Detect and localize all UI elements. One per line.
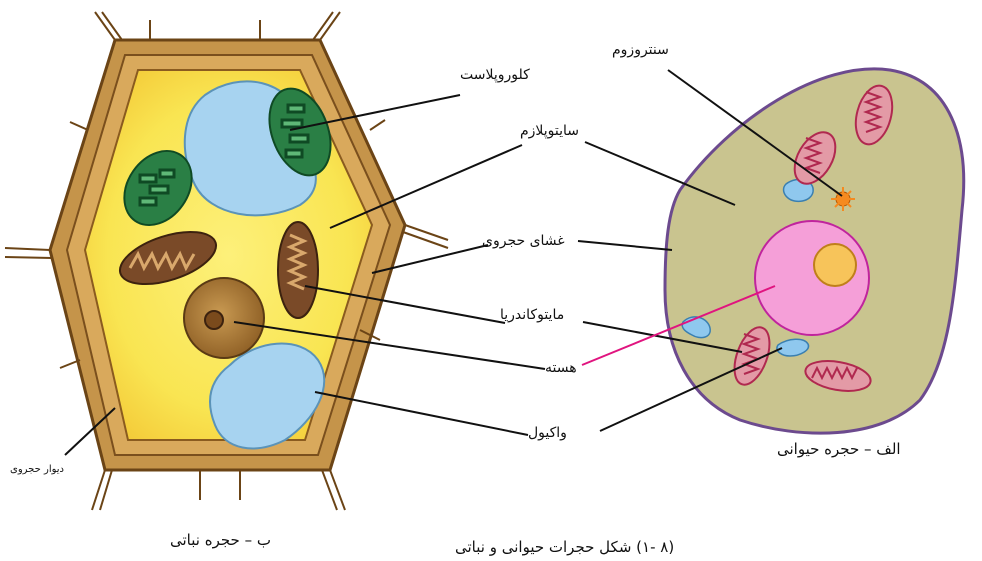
plant-nucleus bbox=[184, 278, 264, 358]
label-chloroplast: کلوروپلاست bbox=[460, 67, 530, 83]
animal-cell bbox=[665, 69, 964, 433]
label-cell-wall: دیوار حجروی bbox=[10, 462, 64, 478]
label-mitochondria: مایتوکاندریا bbox=[500, 307, 564, 323]
nucleolus bbox=[814, 244, 856, 286]
label-cell-membrane: غشای حجروی bbox=[482, 233, 565, 249]
caption-animal-cell: الف – حجره حیوانی bbox=[777, 441, 901, 457]
label-cytoplasm: سایتوپلازم bbox=[520, 123, 579, 139]
label-centrosome: سنتروزوم bbox=[612, 42, 669, 58]
plant-cell bbox=[5, 12, 448, 510]
figure-caption: (۸ -۱) شکل حجرات حیوانی و نباتی bbox=[455, 539, 674, 555]
caption-plant-cell: ب – حجره نباتی bbox=[170, 532, 271, 548]
label-vacuole: واکیول bbox=[528, 425, 567, 441]
mitochondrion bbox=[278, 222, 318, 318]
label-nucleus: هسته bbox=[545, 360, 577, 376]
leader-membrane-animal bbox=[578, 241, 672, 250]
